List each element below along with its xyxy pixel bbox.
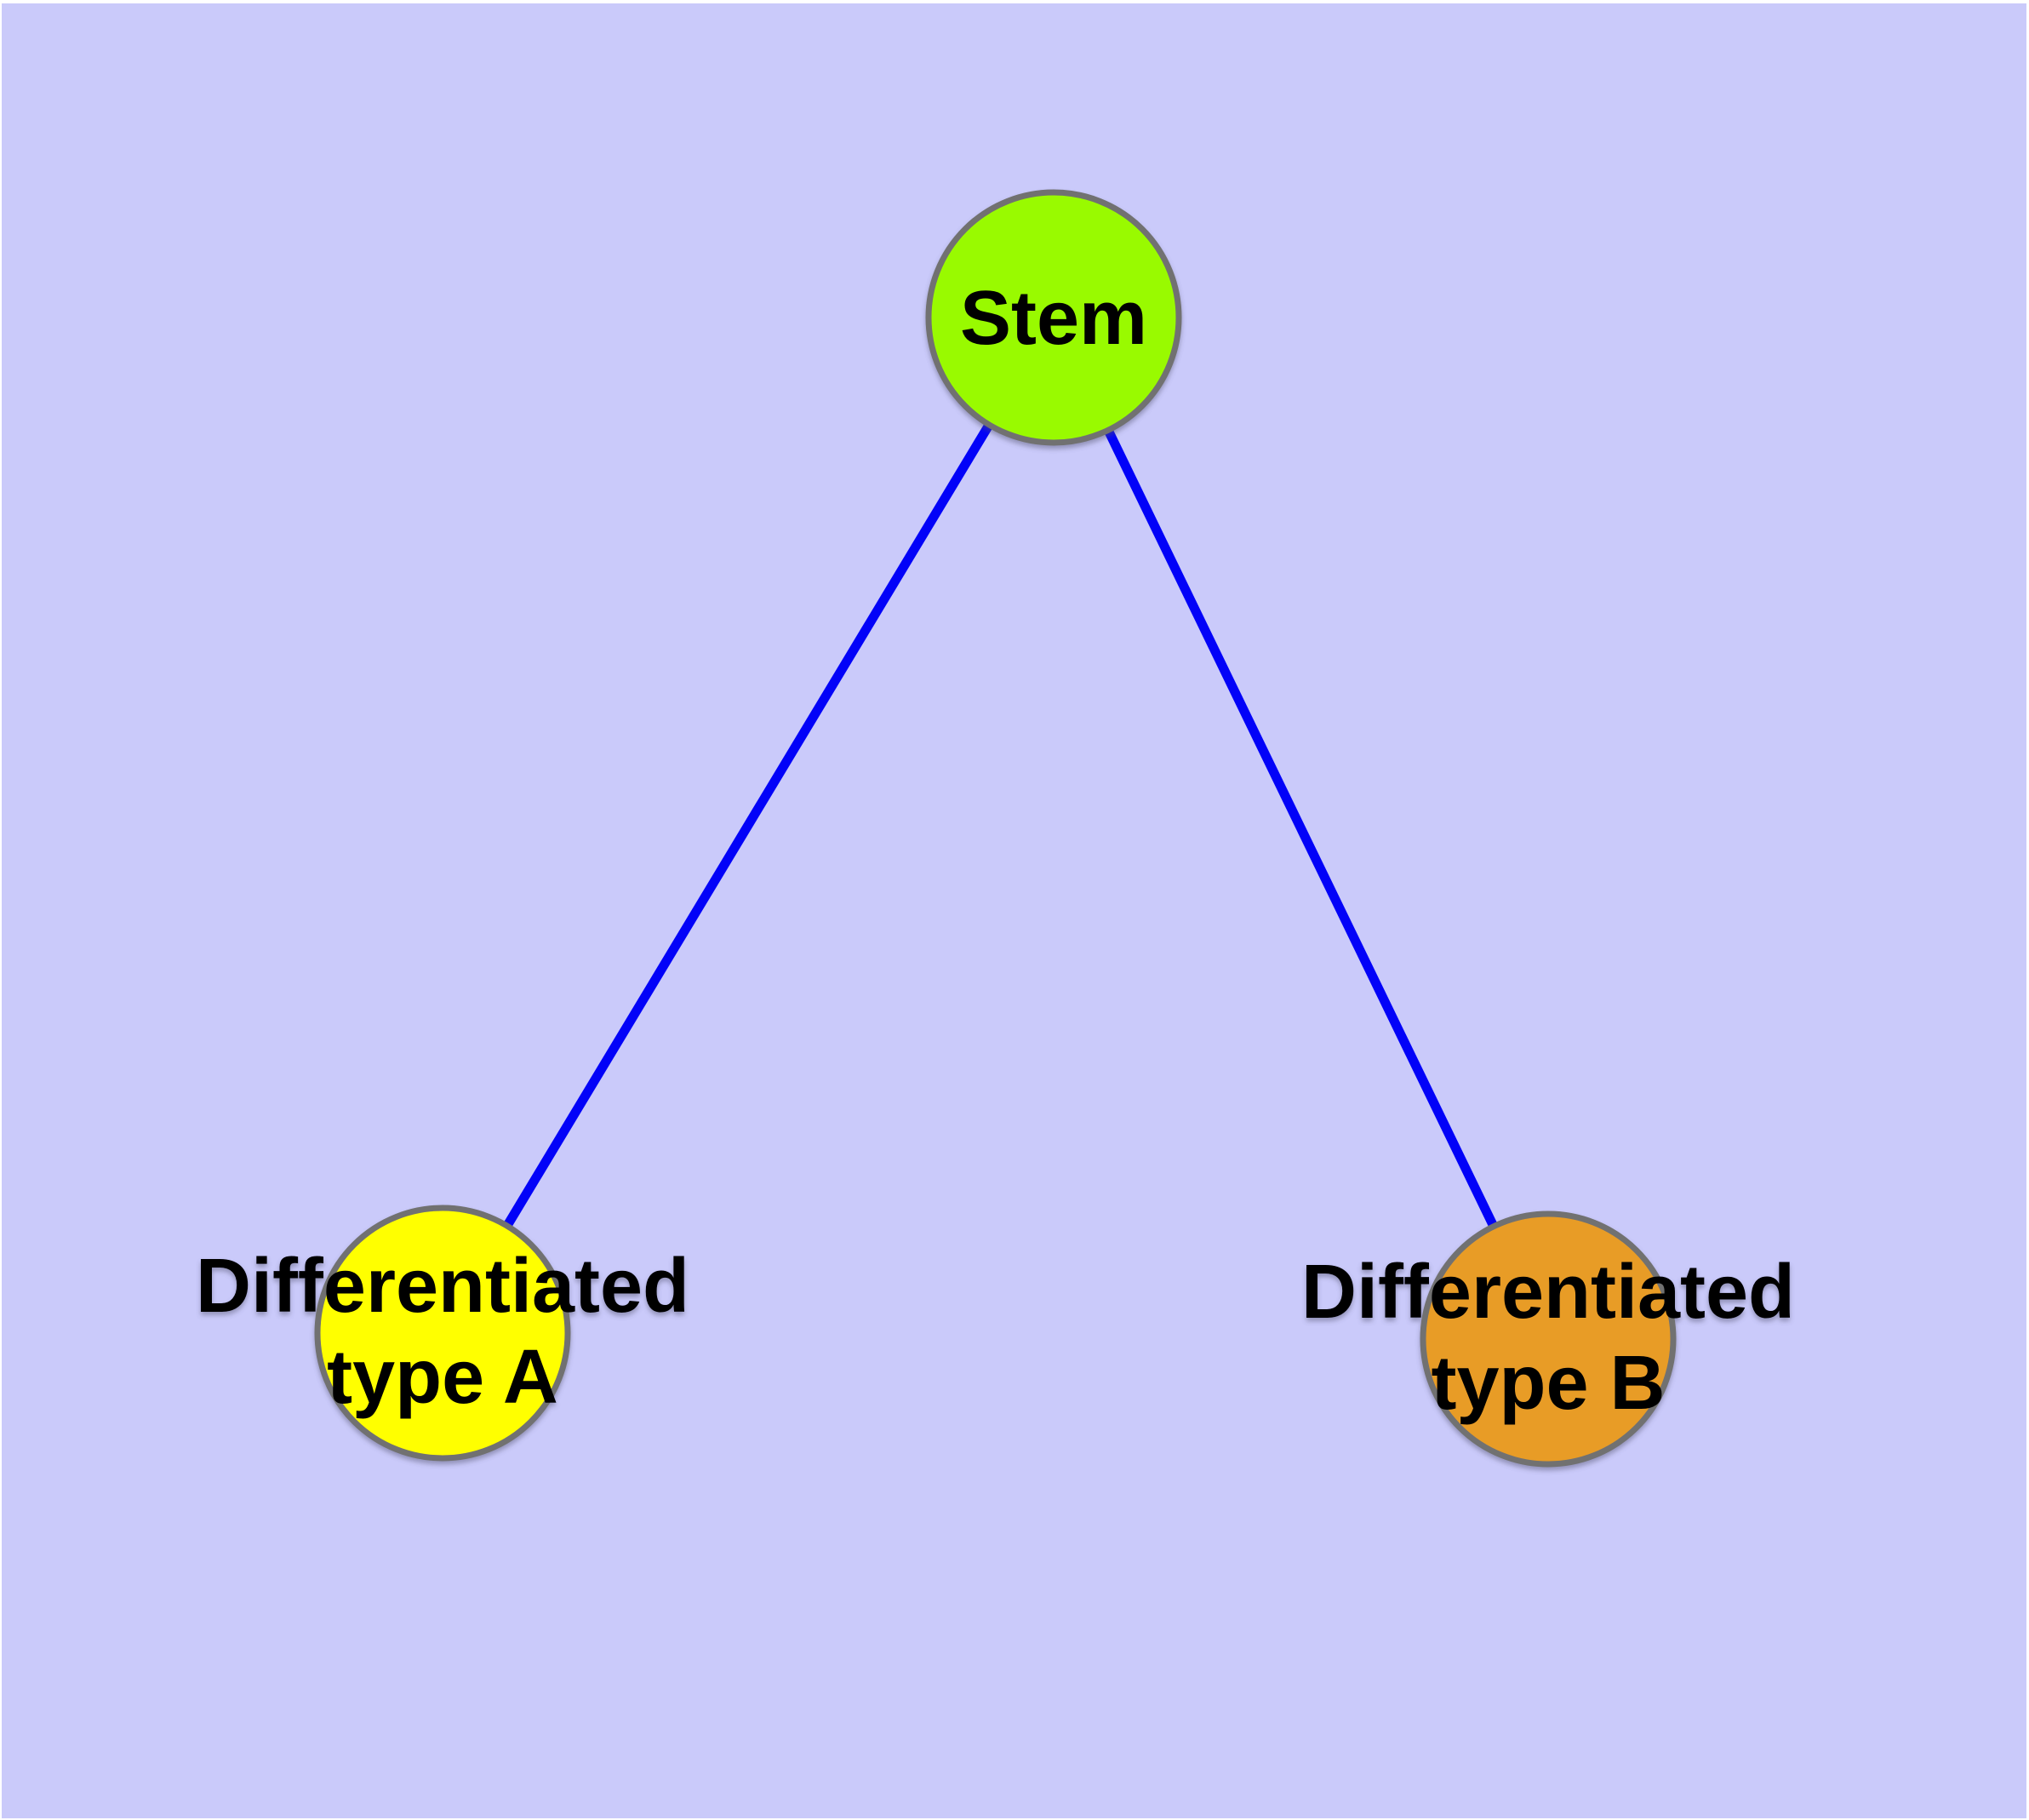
edge-stem-to-type-b <box>1049 315 1552 1342</box>
type-b-node <box>1420 1210 1677 1468</box>
type-b-node-label-line-1: Differentiated <box>1301 1250 1795 1335</box>
type-a-node <box>314 1205 571 1462</box>
nodes-layer: Stem Differentiated type A Differentiate… <box>196 189 1795 1468</box>
stem-node-label: Stem <box>960 276 1147 361</box>
stem-node <box>925 189 1182 446</box>
edge-stem-to-type-a <box>438 315 1058 1336</box>
type-a-node-label-line-2: type A <box>327 1335 558 1420</box>
type-b-node-label-line-2: type B <box>1431 1341 1665 1426</box>
type-a-node-label-line-1: Differentiated <box>196 1244 689 1329</box>
